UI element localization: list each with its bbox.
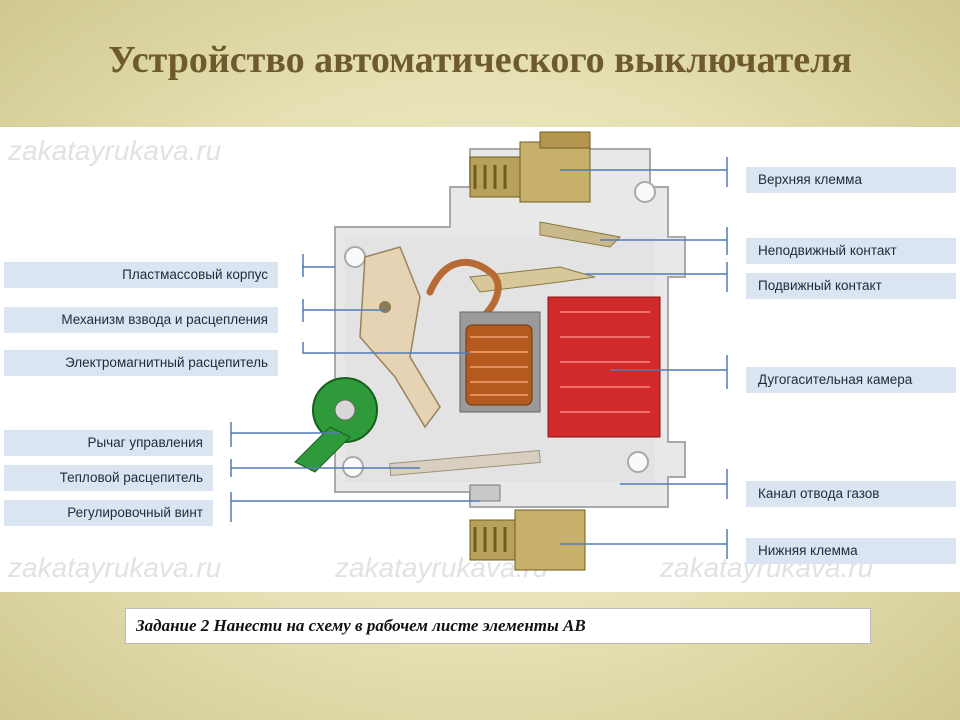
lower-terminal	[470, 510, 585, 570]
page-title: Устройство автоматического выключателя	[0, 38, 960, 82]
label-gas-channel: Канал отвода газов	[746, 481, 956, 507]
label-control-lever: Рычаг управления	[4, 430, 213, 456]
label-thermal-release: Тепловой расцепитель	[4, 465, 213, 491]
task-text: Задание 2 Нанести на схему в рабочем лис…	[125, 608, 871, 644]
label-fixed-contact: Неподвижный контакт	[746, 238, 956, 264]
label-moving-contact: Подвижный контакт	[746, 273, 956, 299]
upper-terminal	[470, 132, 590, 202]
label-electromagnetic-release: Электромагнитный расцепитель	[4, 350, 278, 376]
label-adjustment-screw: Регулировочный винт	[4, 500, 213, 526]
label-lower-terminal: Нижняя клемма	[746, 538, 956, 564]
label-plastic-housing: Пластмассовый корпус	[4, 262, 278, 288]
arc-extinguishing-chamber	[548, 297, 660, 437]
electromagnetic-coil	[460, 312, 540, 412]
label-arc-chamber: Дугогасительная камера	[746, 367, 956, 393]
label-upper-terminal: Верхняя клемма	[746, 167, 956, 193]
label-trip-mechanism: Механизм взвода и расцепления	[4, 307, 278, 333]
adjustment-screw	[470, 485, 500, 501]
